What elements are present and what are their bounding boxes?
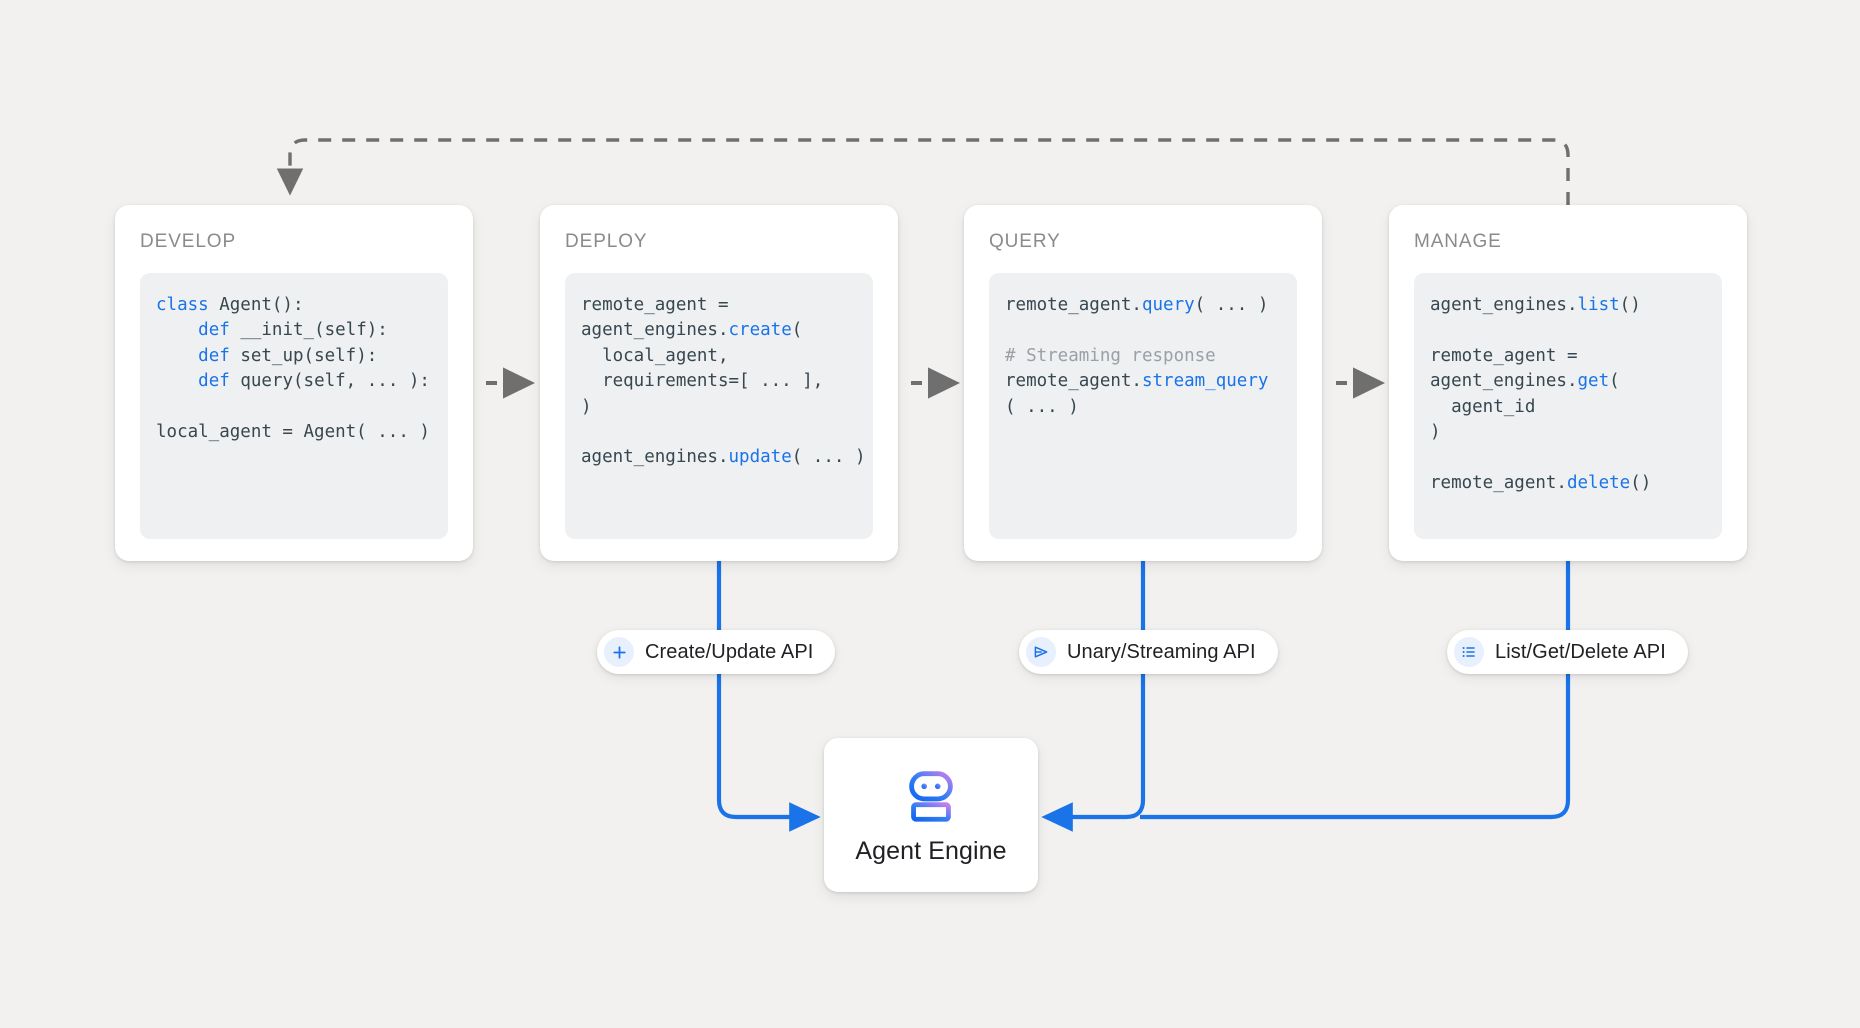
stage-card-query[interactable]: QUERY remote_agent.query( ... ) # Stream… [964,205,1322,561]
stage-title-develop: DEVELOP [140,231,237,252]
stage-card-deploy[interactable]: DEPLOY remote_agent = agent_engines.crea… [540,205,898,561]
agent-engine-node[interactable]: Agent Engine [824,738,1038,892]
feedback-connector [276,138,1570,205]
api-connector-list [1140,561,1571,820]
plus-icon [604,637,634,667]
send-icon [1026,637,1056,667]
stage-title-manage: MANAGE [1414,231,1502,252]
code-block-deploy: remote_agent = agent_engines.create( loc… [565,273,873,539]
stage-card-manage[interactable]: MANAGE agent_engines.list() remote_agent… [1389,205,1747,561]
api-pill-label: Create/Update API [645,640,814,663]
robot-icon [900,765,962,827]
code-block-manage: agent_engines.list() remote_agent = agen… [1414,273,1722,539]
api-pill-list-get-delete[interactable]: List/Get/Delete API [1447,630,1688,674]
api-connector-unary [1041,561,1146,832]
agent-engine-label: Agent Engine [855,836,1007,865]
code-block-develop: class Agent(): def __init_(self): def se… [140,273,448,539]
api-pill-unary-streaming[interactable]: Unary/Streaming API [1019,630,1278,674]
api-pill-label: Unary/Streaming API [1067,640,1256,663]
api-pill-label: List/Get/Delete API [1495,640,1666,663]
stage-title-deploy: DEPLOY [565,231,648,252]
stage-card-develop[interactable]: DEVELOP class Agent(): def __init_(self)… [115,205,473,561]
api-pill-create-update[interactable]: Create/Update API [597,630,836,674]
stage-title-query: QUERY [989,231,1061,252]
code-block-query: remote_agent.query( ... ) # Streaming re… [989,273,1297,539]
list-icon [1454,637,1484,667]
api-connector-create [716,561,821,832]
